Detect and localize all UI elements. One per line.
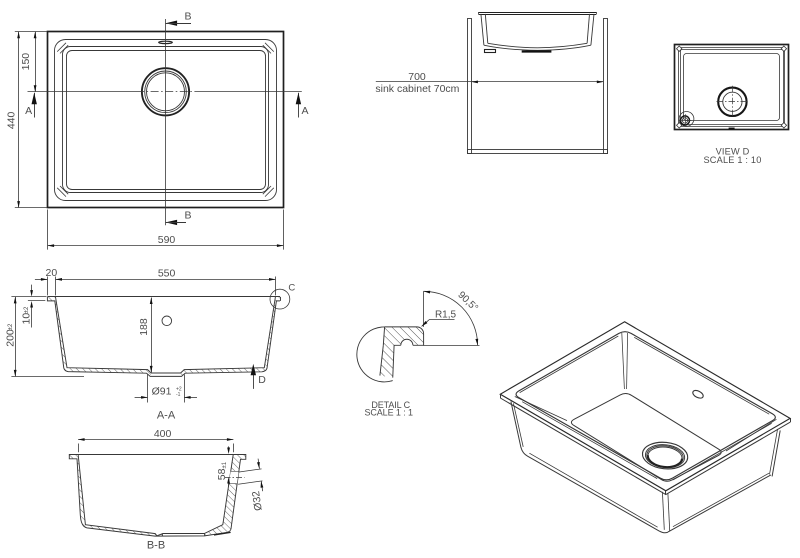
svg-text:10: 10 (20, 313, 32, 325)
svg-text:A-A: A-A (157, 410, 176, 422)
svg-text:±2: ±2 (24, 306, 30, 313)
svg-text:B-B: B-B (147, 539, 165, 551)
svg-text:R1,5: R1,5 (435, 310, 457, 321)
svg-text:SCALE 1 : 1: SCALE 1 : 1 (364, 408, 413, 418)
svg-text:±2: ±2 (8, 323, 14, 330)
svg-text:58: 58 (216, 468, 228, 480)
svg-text:B: B (184, 210, 191, 222)
svg-text:Ø91: Ø91 (152, 385, 172, 397)
svg-text:SCALE 1 : 10: SCALE 1 : 10 (703, 155, 761, 165)
svg-text:20: 20 (46, 267, 58, 279)
svg-text:DETAIL C: DETAIL C (371, 400, 410, 410)
svg-text:188: 188 (138, 318, 150, 336)
svg-text:D: D (258, 374, 266, 386)
svg-text:-1: -1 (176, 392, 181, 398)
svg-text:150: 150 (20, 53, 32, 71)
svg-text:Ø32: Ø32 (250, 490, 265, 511)
svg-text:200: 200 (5, 329, 17, 347)
svg-text:590: 590 (158, 234, 176, 246)
svg-text:550: 550 (158, 268, 176, 280)
svg-text:A: A (301, 105, 308, 117)
svg-text:sink cabinet 70cm: sink cabinet 70cm (375, 83, 459, 95)
svg-text:440: 440 (6, 111, 18, 129)
svg-text:C: C (288, 283, 295, 294)
svg-text:700: 700 (408, 71, 426, 83)
svg-text:B: B (184, 10, 191, 22)
svg-text:±1: ±1 (222, 461, 228, 468)
svg-text:400: 400 (154, 428, 172, 440)
svg-text:VIEW D: VIEW D (716, 147, 750, 157)
svg-text:+2: +2 (176, 386, 182, 392)
svg-text:A: A (25, 105, 32, 117)
